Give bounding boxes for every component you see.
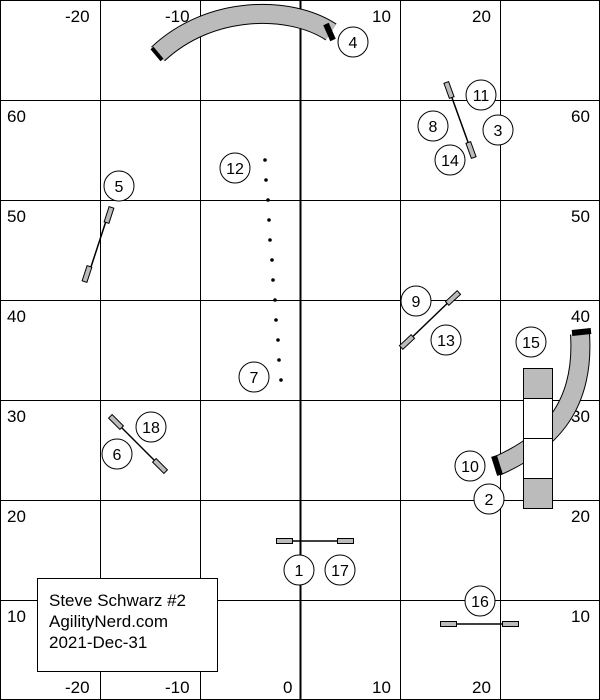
contact-board	[523, 368, 553, 509]
svg-text:4: 4	[349, 35, 358, 52]
axis-label-right: 10	[571, 607, 590, 626]
jump-16	[440, 621, 519, 627]
number-7: 7	[238, 361, 270, 393]
number-10: 10	[454, 450, 486, 482]
number-2: 2	[473, 483, 505, 515]
axis-label-left: 10	[7, 607, 26, 626]
number-5: 5	[103, 170, 135, 202]
axis-label-bottom: 20	[472, 678, 491, 697]
jump-3-8-11-14	[443, 80, 477, 160]
axis-label-right: 30	[571, 407, 590, 426]
axis-label-left: 60	[7, 107, 26, 126]
tunnel-15	[491, 328, 592, 476]
svg-text:17: 17	[331, 563, 349, 580]
axis-label-bottom: -20	[65, 678, 90, 697]
axis-label-bottom: 10	[372, 678, 391, 697]
svg-text:9: 9	[412, 294, 421, 311]
tunnel-4	[150, 3, 337, 62]
number-3: 3	[482, 114, 514, 146]
svg-text:16: 16	[471, 594, 489, 611]
number-6: 6	[101, 438, 133, 470]
svg-text:10: 10	[461, 459, 479, 476]
number-13: 13	[430, 324, 462, 356]
svg-text:5: 5	[115, 179, 124, 196]
number-9: 9	[400, 285, 432, 317]
svg-text:11: 11	[473, 88, 490, 105]
svg-text:7: 7	[250, 370, 259, 387]
number-18: 18	[135, 411, 167, 443]
axis-label-left: 20	[7, 507, 26, 526]
credit-date: 2021-Dec-31	[49, 633, 148, 652]
svg-text:13: 13	[437, 333, 455, 350]
credit-box: Steve Schwarz #2 AgilityNerd.com 2021-De…	[37, 578, 218, 672]
number-1: 1	[283, 554, 315, 586]
axis-label-bottom: 0	[283, 678, 292, 697]
axis-label-right: 60	[571, 107, 590, 126]
svg-text:15: 15	[522, 335, 540, 352]
number-12: 12	[219, 152, 251, 184]
svg-text:1: 1	[295, 563, 304, 580]
axis-label-left: 40	[7, 307, 26, 326]
svg-text:6: 6	[113, 447, 122, 464]
jump-5	[81, 205, 115, 284]
axis-label-top: -20	[65, 7, 90, 26]
credit-site: AgilityNerd.com	[49, 612, 169, 631]
number-11: 11	[465, 79, 497, 111]
jump-1-17	[276, 538, 354, 544]
number-15: 15	[515, 326, 547, 358]
weave-poles	[263, 158, 283, 382]
number-16: 16	[464, 585, 496, 617]
axis-label-top: 10	[372, 7, 391, 26]
credit-title: Steve Schwarz #2	[49, 591, 187, 610]
axis-label-bottom: -10	[165, 678, 190, 697]
jump-9-13	[398, 290, 462, 350]
svg-text:12: 12	[226, 161, 244, 178]
axis-label-left: 30	[7, 407, 26, 426]
svg-text:18: 18	[142, 420, 160, 437]
number-8: 8	[417, 110, 449, 142]
number-4: 4	[337, 26, 369, 58]
axis-label-top: -10	[165, 7, 190, 26]
svg-text:8: 8	[429, 119, 438, 136]
number-17: 17	[324, 554, 356, 586]
obstacle-numbers: 1 2 3 4 5 6 7 8 9 10 11 12 13 14 15 16 1…	[101, 26, 547, 617]
svg-text:2: 2	[485, 492, 494, 509]
jump-6-18	[107, 413, 169, 475]
axis-label-left: 50	[7, 207, 26, 226]
svg-text:14: 14	[441, 153, 459, 170]
number-14: 14	[434, 144, 466, 176]
axis-label-top: 20	[472, 7, 491, 26]
axis-label-right: 40	[571, 307, 590, 326]
axis-label-right: 50	[571, 207, 590, 226]
svg-text:3: 3	[494, 123, 503, 140]
axis-label-right: 20	[571, 507, 590, 526]
